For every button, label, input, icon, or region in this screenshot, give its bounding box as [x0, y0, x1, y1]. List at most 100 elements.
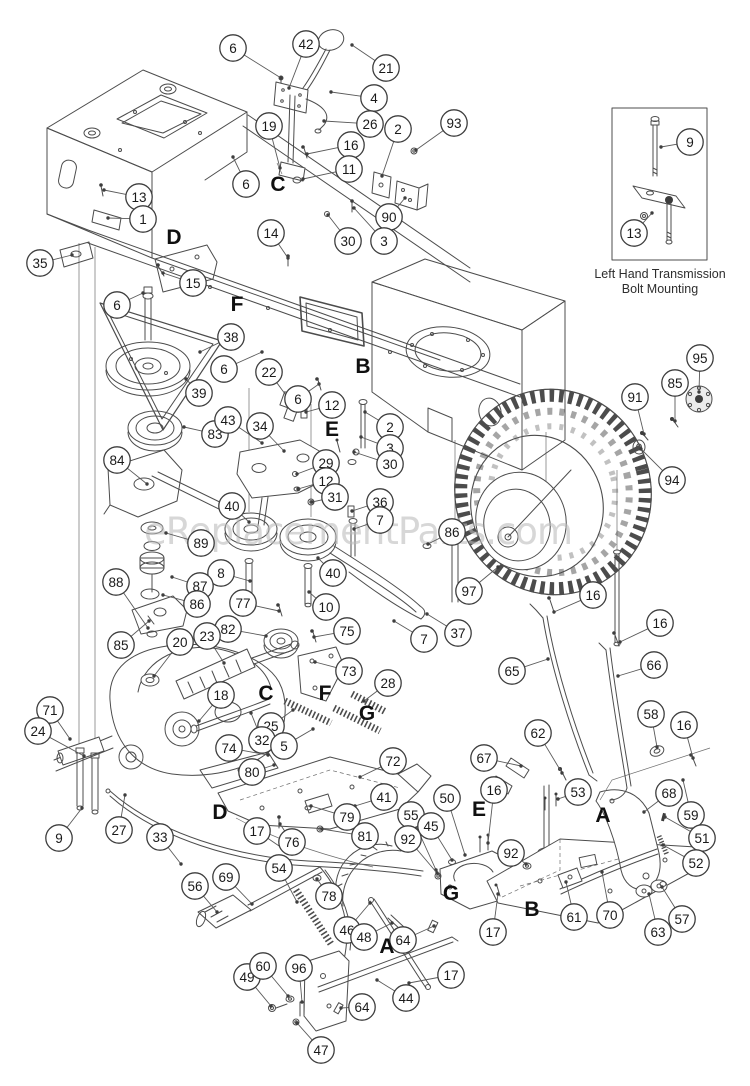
callout-85: 85 — [661, 369, 689, 423]
callout-90: 90 — [375, 196, 407, 231]
callout-17: 17 — [407, 961, 465, 989]
svg-text:37: 37 — [450, 626, 465, 641]
svg-text:96: 96 — [291, 961, 306, 976]
svg-text:69: 69 — [218, 870, 233, 885]
callout-22: 22 — [255, 358, 290, 400]
callout-52: 52 — [661, 843, 710, 877]
svg-text:75: 75 — [339, 624, 354, 639]
svg-text:57: 57 — [674, 912, 689, 927]
callout-67: 67 — [470, 744, 523, 772]
section-letter-E: E — [325, 418, 339, 441]
callout-9: 9 — [659, 128, 704, 156]
svg-text:16: 16 — [585, 588, 600, 603]
callout-58: 58 — [637, 700, 665, 749]
callout-8: 8 — [207, 559, 252, 587]
callout-97: 97 — [455, 565, 500, 605]
section-letter-G: G — [443, 882, 459, 905]
callout-93: 93 — [414, 109, 468, 152]
svg-text:20: 20 — [172, 635, 187, 650]
svg-text:38: 38 — [223, 330, 238, 345]
svg-text:54: 54 — [271, 861, 287, 876]
section-letter-B: B — [355, 355, 370, 378]
svg-text:91: 91 — [627, 390, 642, 405]
callout-57: 57 — [660, 885, 696, 933]
svg-text:10: 10 — [318, 600, 333, 615]
svg-text:80: 80 — [244, 765, 259, 780]
callout-24: 24 — [24, 717, 86, 758]
callout-45: 45 — [417, 812, 454, 862]
callout-7: 7 — [392, 619, 438, 653]
svg-text:56: 56 — [187, 879, 202, 894]
svg-text:21: 21 — [378, 61, 393, 76]
svg-text:53: 53 — [570, 785, 585, 800]
svg-text:86: 86 — [444, 525, 459, 540]
svg-text:68: 68 — [661, 786, 676, 801]
svg-text:79: 79 — [339, 810, 354, 825]
svg-text:50: 50 — [439, 791, 454, 806]
svg-text:3: 3 — [386, 441, 394, 456]
svg-text:95: 95 — [692, 351, 707, 366]
svg-text:77: 77 — [235, 596, 250, 611]
svg-text:64: 64 — [354, 1000, 370, 1015]
svg-text:6: 6 — [113, 298, 121, 313]
callout-82: 82 — [214, 615, 268, 643]
callout-86: 86 — [426, 518, 466, 546]
callout-75: 75 — [312, 617, 361, 645]
section-letter-G: G — [359, 702, 375, 725]
svg-text:66: 66 — [646, 658, 661, 673]
section-letter-A: A — [379, 935, 394, 958]
callout-88: 88 — [102, 568, 150, 630]
callout-94: 94 — [639, 447, 686, 494]
svg-text:62: 62 — [530, 726, 545, 741]
callout-6: 6 — [231, 155, 260, 198]
svg-text:83: 83 — [207, 427, 222, 442]
section-letter-E: E — [472, 798, 486, 821]
callout-41: 41 — [353, 783, 398, 811]
svg-text:86: 86 — [189, 597, 204, 612]
callout-50: 50 — [433, 784, 467, 857]
svg-text:2: 2 — [394, 122, 402, 137]
svg-text:12: 12 — [324, 398, 339, 413]
svg-text:6: 6 — [229, 41, 237, 56]
callout-64: 64 — [389, 924, 436, 954]
svg-text:35: 35 — [32, 256, 47, 271]
svg-text:6: 6 — [242, 177, 250, 192]
section-letter-C: C — [258, 682, 273, 705]
svg-text:24: 24 — [30, 724, 46, 739]
svg-text:92: 92 — [503, 846, 518, 861]
callout-17: 17 — [479, 892, 507, 946]
callout-84: 84 — [103, 446, 149, 486]
callout-73: 73 — [313, 657, 363, 685]
callout-1: 1 — [106, 205, 157, 233]
svg-text:13: 13 — [131, 190, 146, 205]
callout-70: 70 — [596, 870, 624, 929]
callout-44: 44 — [375, 978, 420, 1012]
svg-text:93: 93 — [446, 116, 461, 131]
watermark: eReplacementParts.com — [144, 510, 572, 553]
svg-text:47: 47 — [313, 1043, 328, 1058]
svg-text:30: 30 — [340, 234, 355, 249]
callout-15: 15 — [161, 269, 207, 297]
callout-2: 2 — [380, 115, 412, 178]
svg-text:49: 49 — [239, 970, 254, 985]
callout-27: 27 — [105, 793, 133, 844]
callout-91: 91 — [621, 383, 649, 436]
svg-text:60: 60 — [255, 959, 270, 974]
callout-28: 28 — [362, 669, 402, 703]
callout-62: 62 — [524, 719, 564, 775]
callout-16: 16 — [305, 131, 365, 159]
svg-text:41: 41 — [376, 790, 391, 805]
svg-text:97: 97 — [461, 584, 476, 599]
svg-text:17: 17 — [443, 968, 458, 983]
svg-text:17: 17 — [249, 824, 264, 839]
callout-85: 85 — [107, 619, 151, 659]
callout-59: 59 — [677, 778, 705, 829]
callout-92: 92 — [394, 825, 439, 875]
svg-text:78: 78 — [321, 889, 336, 904]
callout-21: 21 — [350, 43, 400, 82]
svg-text:92: 92 — [400, 832, 415, 847]
svg-text:48: 48 — [356, 930, 371, 945]
callout-55: 55 — [397, 801, 438, 872]
svg-text:55: 55 — [403, 808, 418, 823]
